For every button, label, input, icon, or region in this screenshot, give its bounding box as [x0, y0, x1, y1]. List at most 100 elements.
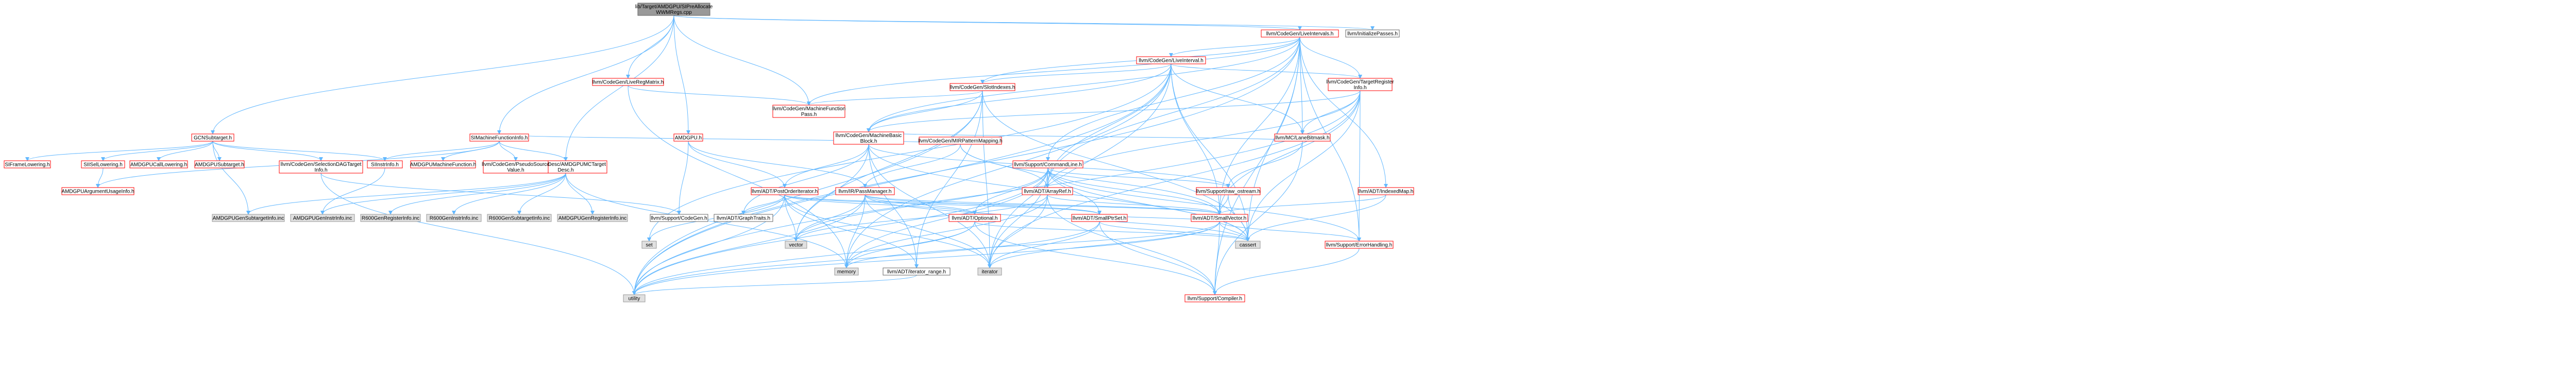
node-cmdline[interactable]: llvm/Support/CommandLine.h [1012, 160, 1083, 168]
edge-li-to-tri [1171, 63, 1362, 79]
node-gensub[interactable]: AMDGPUGenSubtargetInfo.inc [212, 214, 285, 222]
node-box [834, 267, 859, 276]
edge-tri-to-arrref [1045, 90, 1361, 188]
node-utility[interactable]: utility [623, 294, 646, 302]
node-amdcl[interactable]: AMDGPUCallLowering.h [129, 160, 188, 168]
edge-simfi-to-mctd [499, 141, 568, 161]
node-r6sub[interactable]: R600GenSubtargetInfo.inc [487, 214, 552, 222]
node-li[interactable]: llvm/CodeGen/LiveInterval.h [1136, 56, 1206, 64]
edge-tri-to-iterator [988, 90, 1361, 268]
node-label: GCNSubtarget.h [194, 136, 232, 141]
node-compiler[interactable]: llvm/Support/Compiler.h [1184, 294, 1245, 302]
node-memory[interactable]: memory [834, 267, 859, 276]
node-box [1235, 241, 1261, 249]
node-cassert[interactable]: cassert [1235, 241, 1261, 249]
node-amdst[interactable]: AMDGPUSubtarget.h [194, 160, 245, 168]
node-box [557, 214, 628, 222]
node-errh[interactable]: llvm/Support/ErrorHandling.h [1325, 241, 1394, 249]
edge-cgsdag-to-utility [320, 173, 636, 295]
edge-pm-to-sps [865, 194, 1101, 215]
node-sisl[interactable]: SIISelLowering.h [81, 160, 125, 168]
node-geninstr[interactable]: AMDGPUGenInstrInfo.inc [290, 214, 355, 222]
node-sifl[interactable]: SIFrameLowering.h [4, 160, 51, 168]
node-label: llvm/CodeGen/LiveIntervals.h [1266, 31, 1334, 37]
node-poi[interactable]: llvm/ADT/PostOrderIterator.h [751, 187, 819, 195]
node-gtraits[interactable]: llvm/ADT/GraphTraits.h [714, 214, 773, 222]
node-vector[interactable]: vector [785, 241, 807, 249]
node-root: lib/Target/AMDGPU/SIPreAllocateWWMRegs.c… [635, 3, 713, 16]
node-box [129, 160, 188, 168]
edge-sv-to-utility [632, 221, 1220, 295]
node-box [833, 131, 904, 145]
edge-opt-to-utility [632, 221, 975, 295]
node-supcg[interactable]: llvm/Support/CodeGen.h [650, 214, 708, 222]
node-rawos[interactable]: llvm/Support/raw_ostream.h [1196, 187, 1261, 195]
edge-li-to-set [647, 63, 1172, 242]
node-slot[interactable]: llvm/CodeGen/SlotIndexes.h [950, 83, 1015, 91]
node-itrange[interactable]: llvm/ADT/iterator_range.h [883, 267, 951, 276]
node-iterator[interactable]: iterator [977, 267, 1002, 276]
node-r6instr[interactable]: R600GenInstrInfo.inc [426, 214, 482, 222]
node-label: llvm/CodeGen/LiveRegMatrix.h [592, 80, 664, 86]
edge-slot-to-mfpass [807, 90, 983, 106]
node-lrm[interactable]: llvm/CodeGen/LiveRegMatrix.h [592, 78, 664, 86]
node-siinstr[interactable]: SIInstrInfo.h [367, 160, 403, 168]
edge-gcn-to-sifl [25, 141, 213, 161]
node-label: Info.h [314, 167, 327, 173]
node-genreg[interactable]: AMDGPUGenRegisterInfo.inc [557, 214, 628, 222]
edge-pm-to-opt [865, 194, 977, 215]
node-sv[interactable]: llvm/ADT/SmallVector.h [1191, 214, 1248, 222]
node-box [1136, 56, 1206, 64]
node-lis[interactable]: llvm/CodeGen/LiveIntervals.h [1261, 29, 1339, 38]
edge-pm-to-utility [632, 194, 866, 295]
node-amdmfi[interactable]: AMDGPUMachineFunction.h [410, 160, 476, 168]
edge-lis-to-lanebm [1299, 37, 1304, 134]
node-label: SIInstrInfo.h [371, 162, 399, 168]
edge-lis-to-tri [1299, 37, 1362, 79]
edge-lis-to-compiler [1213, 37, 1300, 295]
node-initpasses[interactable]: llvm/InitializePasses.h [1345, 29, 1400, 38]
edge-slot-to-iterator [982, 90, 992, 268]
edge-arrref-to-compiler [1047, 194, 1217, 295]
edge-tri-to-utility [632, 90, 1361, 295]
node-simfi[interactable]: SIMachineFunctionInfo.h [469, 133, 529, 142]
node-label: llvm/ADT/GraphTraits.h [717, 216, 770, 222]
edge-lanebm-to-compiler [1213, 141, 1303, 295]
edge-root-to-lis [673, 15, 1302, 30]
node-box [61, 187, 134, 195]
node-opt[interactable]: llvm/ADT/Optional.h [948, 214, 1001, 222]
node-mirpm[interactable]: llvm/CodeGen/MIRPatternMapping.h [918, 137, 1003, 145]
node-label: Desc.h [557, 167, 573, 173]
edge-sps-to-cassert [1099, 221, 1250, 242]
node-idxmap[interactable]: llvm/ADT/IndexedMap.h [1358, 187, 1414, 195]
node-arrref[interactable]: llvm/ADT/ArrayRef.h [1022, 187, 1073, 195]
node-box [772, 105, 845, 118]
node-gcn[interactable]: GCNSubtarget.h [191, 133, 234, 142]
edge-root-to-gcn [211, 15, 674, 134]
node-set[interactable]: set [641, 241, 657, 249]
node-label: utility [629, 296, 640, 302]
node-box [410, 160, 476, 168]
node-box [1325, 241, 1394, 249]
node-sps[interactable]: llvm/ADT/SmallPtrSet.h [1071, 214, 1128, 222]
node-box [1328, 78, 1393, 91]
node-label: llvm/CodeGen/MachineBasic [836, 133, 902, 139]
node-lanebm[interactable]: llvm/MC/LaneBitmask.h [1274, 133, 1331, 142]
node-box [212, 214, 285, 222]
node-label: memory [837, 269, 856, 275]
node-r6reg[interactable]: R600GenRegisterInfo.inc [360, 214, 421, 222]
edge-tri-to-mbb [867, 90, 1361, 132]
node-box [714, 214, 773, 222]
node-pm[interactable]: llvm/IR/PassManager.h [835, 187, 895, 195]
node-amdaui[interactable]: AMDGPUArgumentUsageInfo.h [61, 187, 134, 195]
edge-amdgpuh-to-supcg [677, 141, 689, 215]
edge-sps-to-iterator [988, 221, 1100, 268]
node-amdgpuh[interactable]: AMDGPU.h [673, 133, 703, 142]
node-label: llvm/Support/CodeGen.h [651, 216, 707, 222]
edge-mctd-to-geninstr [320, 173, 566, 215]
